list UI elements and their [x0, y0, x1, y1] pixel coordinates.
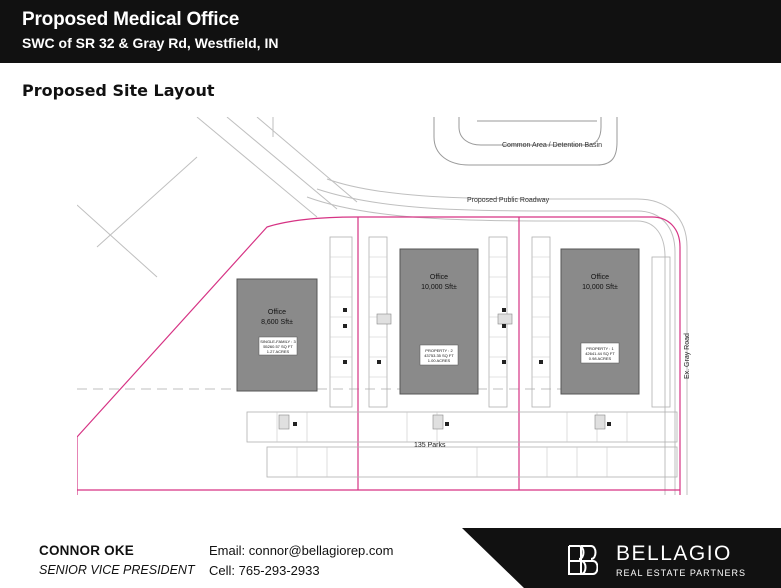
building-3-name: Office: [268, 309, 286, 316]
brand-background: [462, 528, 781, 588]
parking-count-label: 135 Parks: [414, 442, 446, 449]
building-3-size: 8,600 Sft±: [261, 319, 293, 326]
lot-2-line-1: PROPERTY : 2: [425, 348, 453, 353]
detention-basin-label: Common Area / Detention Basin: [502, 142, 602, 149]
lot-3-line-3: 1.27 ACRES: [267, 349, 290, 354]
section-title: Proposed Site Layout: [22, 81, 215, 100]
lot-3-line-2: 55260.57 SQ FT: [263, 344, 293, 349]
building-2-name: Office: [430, 274, 448, 281]
roadway-label: Proposed Public Roadway: [467, 197, 550, 204]
contact-role: SENIOR VICE PRESIDENT: [39, 563, 195, 577]
lot-1-line-2: 42641.44 SQ FT: [585, 351, 615, 356]
building-1-name: Office: [591, 274, 609, 281]
contact-email[interactable]: Email: connor@bellagiorep.com: [209, 543, 394, 558]
brand-tagline: REAL ESTATE PARTNERS: [616, 568, 747, 578]
building-office-3: Office 8,600 Sft± SINGLE-FAMILY : 3 5526…: [236, 278, 318, 392]
lot-1-line-3: 0.98 ACRES: [589, 356, 612, 361]
contact-cell[interactable]: Cell: 765-293-2933: [209, 563, 320, 578]
lot-2-line-2: 43753.35 SQ FT: [424, 353, 454, 358]
bellagio-logo-icon: [568, 545, 598, 575]
brand-name: BELLAGIO: [616, 542, 732, 565]
lot-3-line-1: SINGLE-FAMILY : 3: [260, 339, 296, 344]
lot-2-line-3: 1.00 ACRES: [428, 358, 451, 363]
building-office-2: Office 10,000 Sft± PROPERTY : 2 43753.35…: [399, 248, 479, 395]
header-banner: Proposed Medical Office SWC of SR 32 & G…: [0, 0, 781, 63]
building-1-size: 10,000 Sft±: [582, 284, 618, 291]
page-title: Proposed Medical Office: [22, 9, 240, 30]
gray-road-label: Ex. Gray Road: [684, 333, 691, 379]
page-subtitle: SWC of SR 32 & Gray Rd, Westfield, IN: [22, 35, 279, 51]
building-2-size: 10,000 Sft±: [421, 284, 457, 291]
lot-1-line-1: PROPERTY : 1: [586, 346, 614, 351]
site-plan: Common Area / Detention Basin Proposed P…: [77, 117, 691, 495]
building-office-1: Office 10,000 Sft± PROPERTY : 1 42641.44…: [560, 248, 640, 395]
contact-name: CONNOR OKE: [39, 543, 135, 558]
brand-block: BELLAGIO REAL ESTATE PARTNERS: [462, 528, 781, 588]
